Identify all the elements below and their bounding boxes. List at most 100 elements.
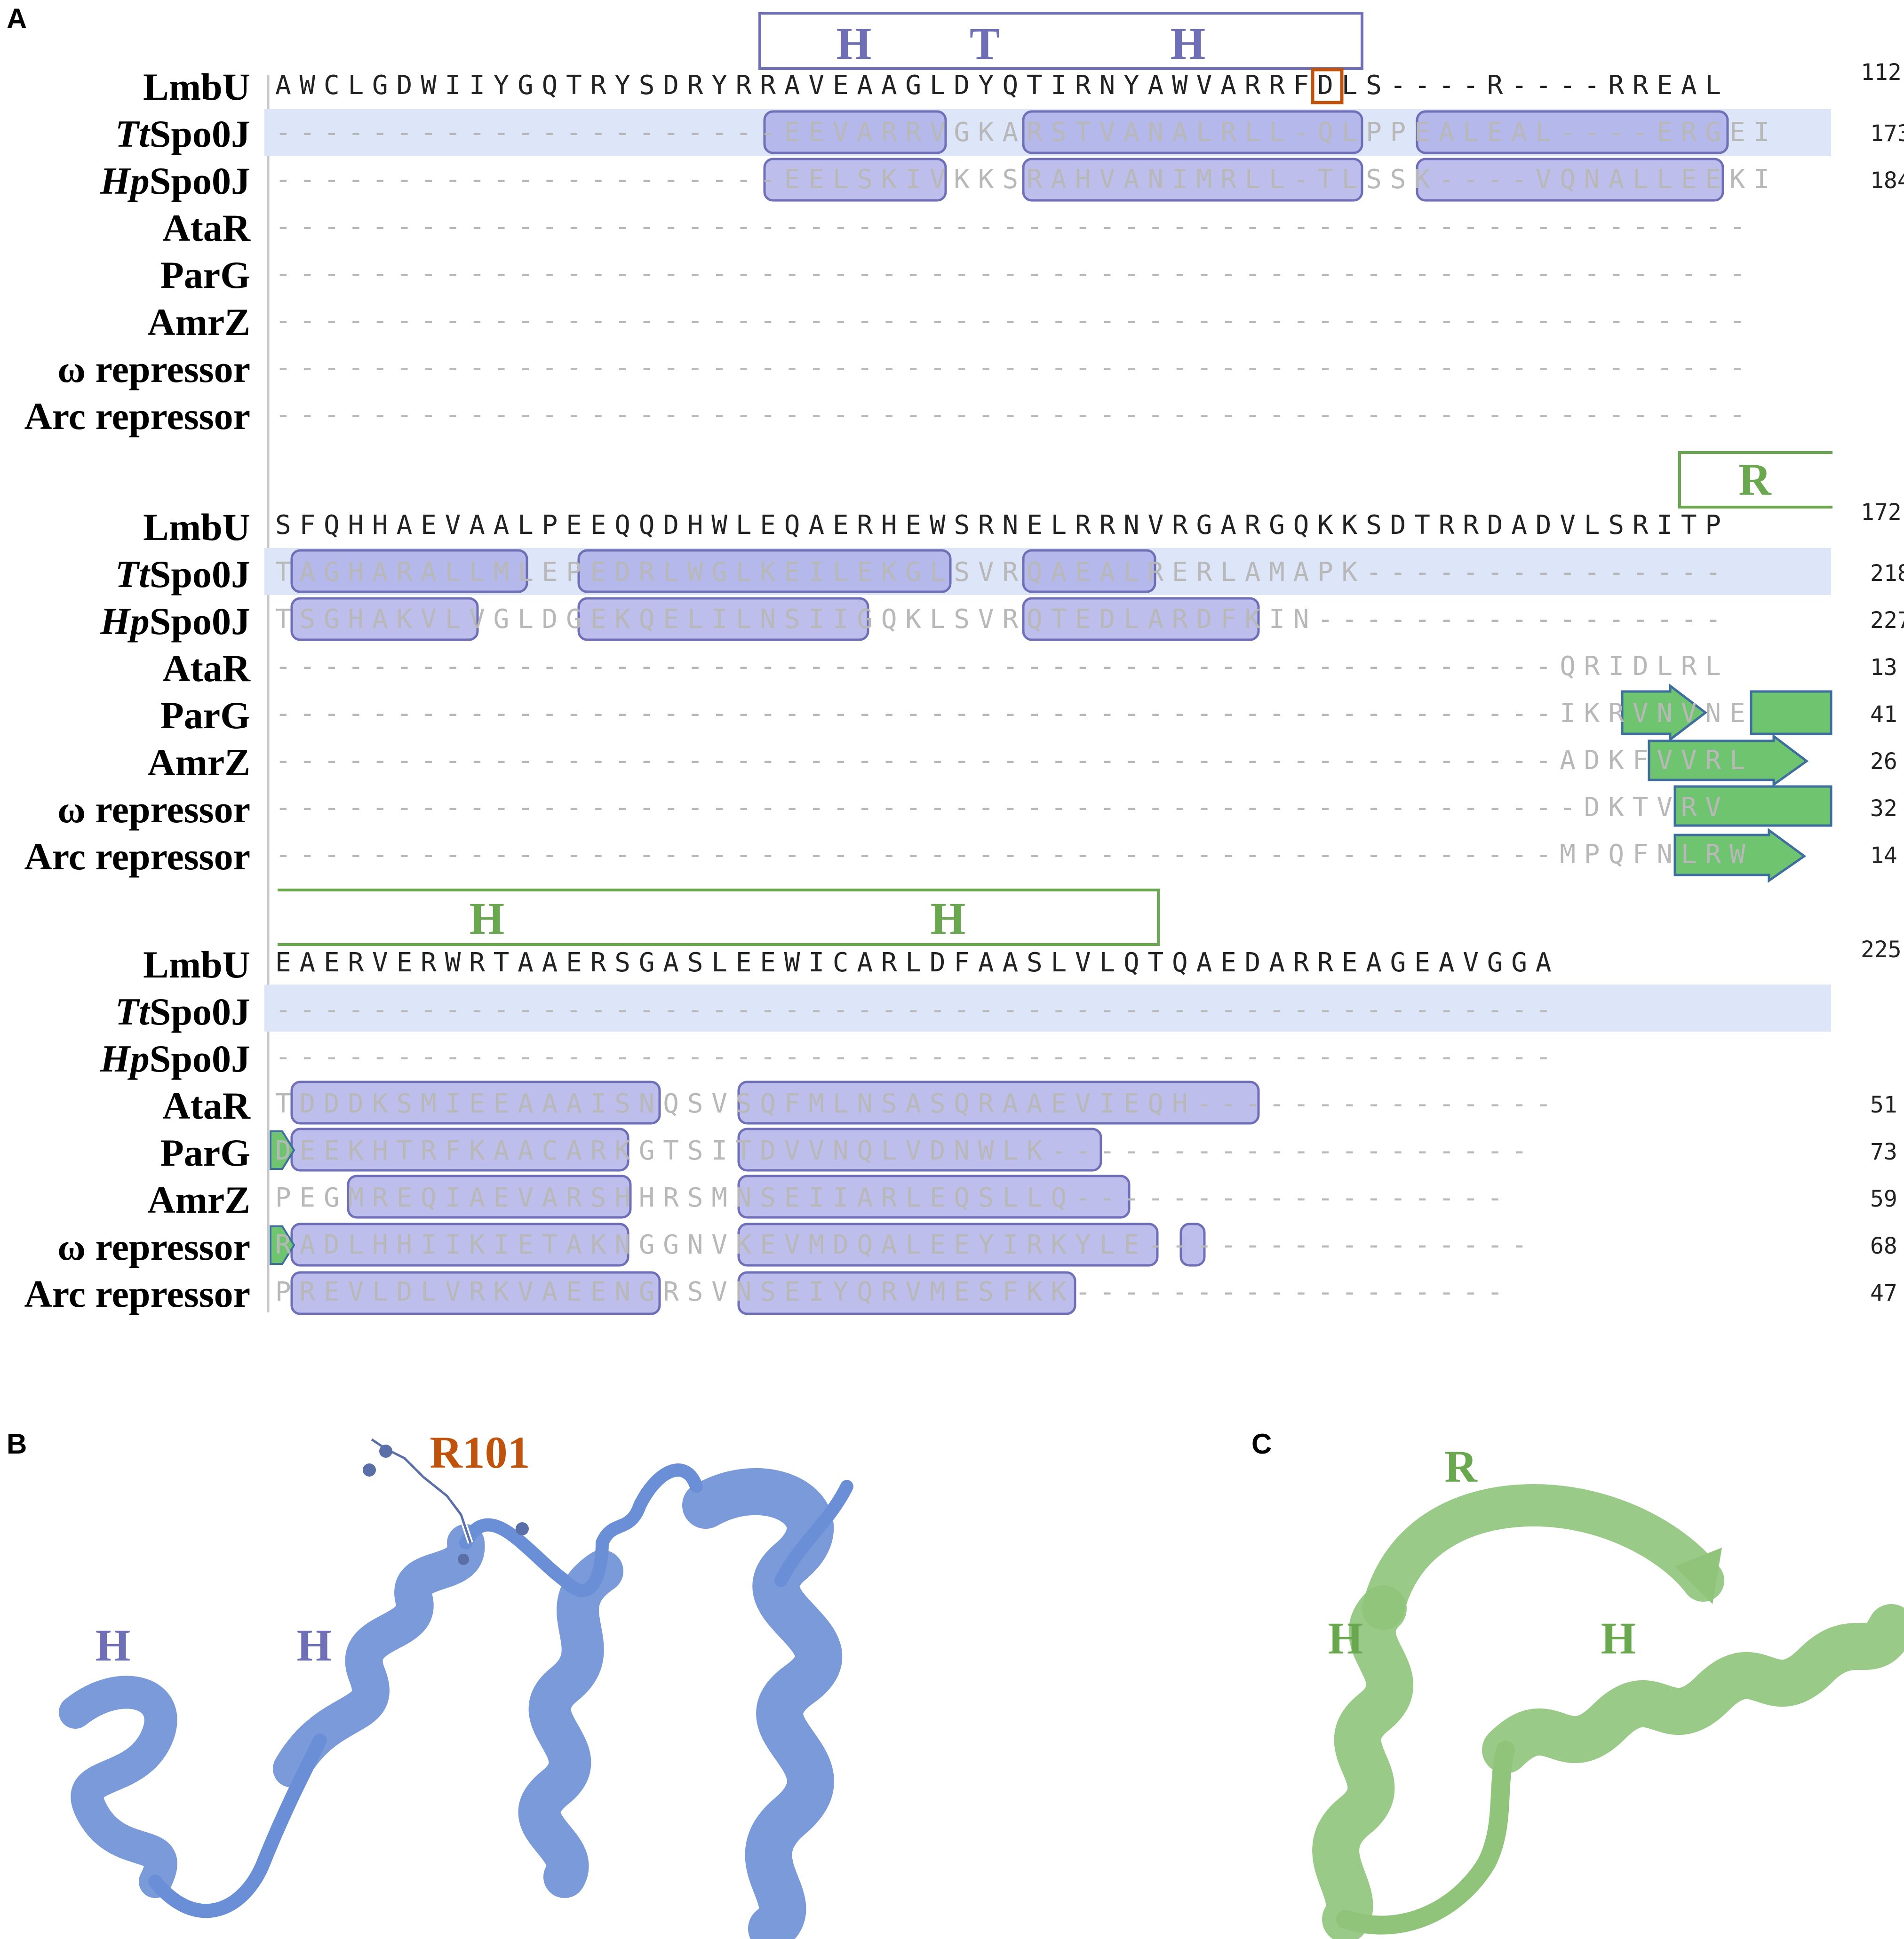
helix-boxes-block1	[763, 110, 1729, 202]
rhh-box-hh	[278, 889, 1160, 946]
strand-arrow	[1673, 785, 1832, 827]
position-number: 172	[1861, 499, 1902, 525]
sequence: ---------------------EELSKIVKKSRAHVANIMR…	[275, 164, 1778, 195]
sequence: ----------------------------------------…	[275, 399, 1753, 430]
helix-box	[737, 1271, 1076, 1315]
seq-name-rest: Spo0J	[150, 990, 250, 1033]
sequence: ----------------------------------------…	[275, 258, 1753, 289]
sequence: ----------------------------------------…	[275, 994, 1560, 1025]
helix-box	[737, 1128, 1102, 1172]
sequence: TSGHAKVLVGLDGEKQELILNSIIGQKLSVRQTEDLARDF…	[275, 604, 1729, 635]
atom	[363, 1463, 376, 1477]
position-number: 59	[1870, 1186, 1897, 1212]
r101-residue-box	[1311, 68, 1344, 104]
sequence: ----------------------------------------…	[275, 745, 1753, 776]
seq-name: AmrZ	[147, 741, 250, 784]
helix-box	[737, 1175, 1131, 1219]
ribbon-loop	[633, 1463, 703, 1512]
panel-b-structure: R101 H H	[59, 1427, 853, 1939]
hth-label-t: T	[970, 18, 1000, 69]
seq-name: Arc repressor	[24, 835, 250, 878]
helix-box	[737, 1223, 1159, 1267]
seq-name-italic: Hp	[100, 1037, 150, 1080]
sequence: DEEKHTRFKAACARKGTSITDVVNQLVDNWLK--------…	[275, 1136, 1536, 1166]
position-number: 227	[1870, 607, 1904, 634]
seq-name: Arc repressor	[24, 395, 250, 437]
strand-arrow	[270, 1130, 295, 1170]
strand-arrows-block3	[270, 1130, 295, 1265]
ribbon-loop	[774, 1480, 853, 1587]
helix-box	[1022, 158, 1363, 202]
seq-name: ParG	[160, 1131, 250, 1174]
strand-arrowhead	[1675, 1548, 1722, 1604]
r-label: R	[1738, 454, 1772, 505]
panel-b-letter: B	[7, 1428, 27, 1460]
ribbon-helix-2	[273, 1524, 485, 1788]
alignment-block-1: LmbU TtSpo0J HpSpo0J AtaR ParG AmrZ ω re…	[24, 59, 1904, 437]
seq-name: LmbU	[143, 65, 250, 108]
sequence: ----------------------------------------…	[275, 792, 1729, 823]
strand-arrow	[270, 1225, 295, 1265]
helix-box	[1022, 110, 1363, 154]
alignment-block-3: LmbU TtSpo0J HpSpo0J AtaR ParG AmrZ ω re…	[24, 937, 1902, 1315]
position-number: 47	[1870, 1280, 1897, 1306]
seq-name-rest: Spo0J	[150, 1037, 250, 1080]
helix-box	[290, 1081, 661, 1125]
panel-c-h-label: H	[1601, 1613, 1636, 1663]
ribbon-strand	[1362, 1484, 1724, 1630]
seq-name-italic: Tt	[115, 112, 151, 155]
panel-a-letter: A	[7, 3, 27, 34]
position-number: 32	[1870, 795, 1897, 822]
position-number: 41	[1870, 701, 1897, 728]
position-number: 218	[1870, 560, 1904, 587]
ribbon-helix-1	[1312, 1585, 1413, 1939]
ribbon-helix-4	[682, 1468, 843, 1939]
hth-label-h2: H	[1171, 18, 1206, 69]
helix-boxes-block2	[290, 549, 1260, 641]
sequence: SFQHHAEVAALPEEQQDHWLEQAERHEWSRNELRRNVRGA…	[275, 510, 1729, 540]
position-number: 112	[1861, 59, 1902, 86]
seq-name-italic: Tt	[115, 990, 151, 1033]
sequence: ----------------------------------------…	[275, 211, 1753, 242]
helix-box	[1416, 110, 1729, 154]
helix-box	[577, 549, 952, 593]
sequence: AWCLGDWIIYGQTRYSDRYRRAVEAAGLDYQTIRNYAWVA…	[275, 70, 1729, 101]
sequence: ----------------------------------------…	[275, 651, 1729, 682]
panel-c-h-label: H	[1328, 1613, 1363, 1663]
helix-box	[290, 597, 479, 641]
strand-arrow	[1673, 828, 1807, 883]
seq-name: ParG	[160, 254, 250, 296]
position-number: 14	[1870, 842, 1897, 869]
helix-box	[737, 1081, 1260, 1125]
position-number: 26	[1870, 748, 1897, 775]
helix-box	[290, 549, 528, 593]
seq-name: ParG	[160, 694, 250, 737]
helix-box	[577, 597, 869, 641]
seq-name-rest: Spo0J	[150, 159, 250, 202]
helix-box	[763, 158, 947, 202]
atom	[458, 1554, 469, 1565]
atom	[516, 1522, 529, 1535]
seq-name: TtSpo0J	[115, 553, 250, 596]
seq-name: AmrZ	[147, 1178, 250, 1221]
helix-box	[290, 1271, 661, 1315]
seq-name-rest: Spo0J	[150, 600, 250, 643]
r101-label: R101	[430, 1427, 530, 1478]
alignment-block-2: LmbU TtSpo0J HpSpo0J AtaR ParG AmrZ ω re…	[24, 499, 1904, 878]
strand-arrow	[1648, 733, 1809, 787]
helix-box	[1416, 158, 1724, 202]
seq-name: AmrZ	[147, 301, 250, 343]
hh-label-h1: H	[470, 893, 505, 944]
seq-name: LmbU	[143, 943, 250, 986]
position-number: 225	[1861, 937, 1902, 963]
seq-name: LmbU	[143, 506, 250, 548]
seq-name: AtaR	[162, 1084, 251, 1127]
rhh-box-r	[1678, 451, 1832, 509]
panel-b-h-label: H	[297, 1620, 332, 1670]
ribbon-loop	[1336, 1740, 1515, 1935]
seq-name: ω repressor	[57, 348, 250, 390]
helix-box	[1022, 549, 1156, 593]
position-number: 51	[1870, 1092, 1897, 1118]
sequence: ---------------------EEVARRVGKARSTVANALR…	[275, 117, 1778, 148]
panel-b-h-label: H	[96, 1620, 131, 1670]
